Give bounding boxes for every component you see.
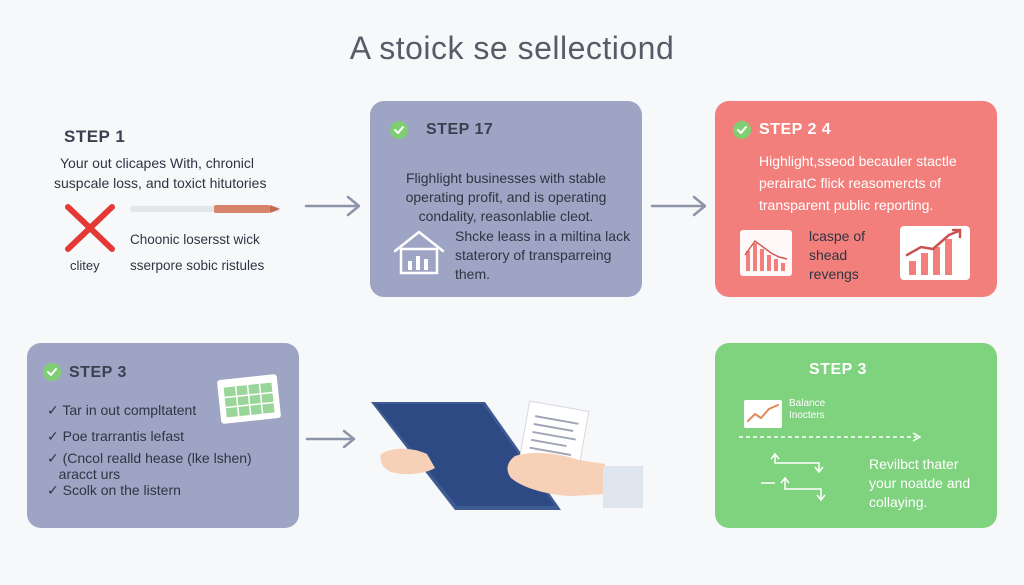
check-icon xyxy=(43,363,61,381)
step-f-card: STEP 3 Balance Inocters Revilbct thater … xyxy=(715,343,997,528)
step-b-text-line3: condality, reasonlablie cleot. xyxy=(418,208,594,224)
dashed-arrow-icon xyxy=(739,432,922,442)
step-a-text-line2: suspcale loss, and toxict hitutories xyxy=(54,175,267,191)
line-chart-icon xyxy=(744,400,782,428)
step-b-sub-line1: Shcke leass in a miltina lack xyxy=(455,228,631,244)
step-f-text-line1: Revilbct thater xyxy=(869,456,959,472)
step-d-item: ✓ Scolk on the listern xyxy=(47,482,181,498)
pencil-bar-icon xyxy=(130,205,280,213)
step-d-item: ✓ Poe trarrantis lefast xyxy=(47,428,185,444)
step-c-card: STEP 2 4 Highlight,sseod becauler stactl… xyxy=(715,101,997,297)
step-c-text-line1: Highlight,sseod becauler stactle xyxy=(759,153,957,169)
check-icon xyxy=(733,121,751,139)
step-f-chart-label2: Inocters xyxy=(789,410,825,421)
bar-chart-icon xyxy=(740,230,792,276)
step-d-label: STEP 3 xyxy=(69,364,127,381)
tablet-document-illustration xyxy=(371,400,643,510)
step-c-text-line2: perairatC flick reasomercts of xyxy=(759,175,942,191)
check-icon xyxy=(390,121,408,139)
step-a-text-line1: Your out clicapes With, chronicl xyxy=(60,155,255,171)
step-f-chart-label1: Balance xyxy=(789,398,826,409)
step-c-mid-line1: lcaspe of xyxy=(809,228,866,244)
step-a-note-line2: sserpore sobic ristules xyxy=(130,258,265,273)
red-cross-icon xyxy=(65,204,115,252)
step-d-item: ✓ (Cncol realld hease (lke lshen) xyxy=(47,450,252,466)
step-b-card: STEP 17 Flighlight businesses with stabl… xyxy=(370,101,642,297)
step-f-label: STEP 3 xyxy=(809,361,867,378)
house-chart-icon xyxy=(393,230,445,275)
step-b-sub-line3: them. xyxy=(455,266,491,282)
step-b-label: STEP 17 xyxy=(426,121,494,138)
step-a-note-line1: Choonic losersst wick xyxy=(130,232,260,247)
calendar-grid-icon xyxy=(217,374,281,424)
growth-chart-icon xyxy=(900,226,970,280)
step-b-text-line1: Flighlight businesses with stable xyxy=(406,170,606,186)
arrow-right-icon xyxy=(305,429,356,449)
step-b-sub-line2: staterory of transparreing xyxy=(455,247,612,263)
swap-arrows-icon xyxy=(761,452,826,502)
step-d-item: aracct urs xyxy=(47,466,121,482)
step-f-text-line3: collaying. xyxy=(869,494,928,510)
arrow-right-icon xyxy=(650,195,707,217)
step-c-text-line3: transparent public reporting. xyxy=(759,197,934,213)
step-c-mid-line3: revengs xyxy=(809,266,859,282)
step-d-card: STEP 3 ✓ Tar in out compltatent ✓ Poe tr… xyxy=(27,343,299,528)
step-b-text-line2: operating profit, and is operating xyxy=(405,189,607,205)
page-title: A stoick se sellectiond xyxy=(349,30,675,66)
arrow-right-icon xyxy=(304,195,361,217)
step-a-cross-label: clitey xyxy=(70,258,100,273)
step-a-label: STEP 1 xyxy=(64,127,126,146)
step-f-text-line2: your noatde and xyxy=(869,475,971,491)
step-d-item: ✓ Tar in out compltatent xyxy=(47,402,197,418)
step-c-mid-line2: shead xyxy=(809,247,848,263)
step-c-label: STEP 2 4 xyxy=(759,121,832,138)
